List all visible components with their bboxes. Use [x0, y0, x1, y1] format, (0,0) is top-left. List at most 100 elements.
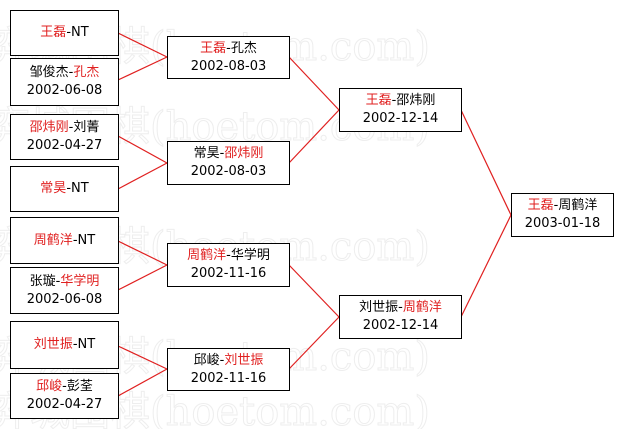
round1-match: 常昊-NT: [10, 166, 119, 212]
player-2-name: NT: [71, 25, 89, 40]
player-1-name: 周鹤洋: [187, 248, 227, 263]
connector-line: [460, 109, 512, 216]
player-2-name: 华学明: [60, 273, 100, 289]
connector-line: [117, 56, 168, 81]
match-players: 王磊-NT: [40, 24, 88, 42]
player-2-name: 邵炜刚: [224, 146, 264, 161]
match-date: 2003-01-18: [524, 216, 601, 231]
player-2-name: 邵炜刚: [396, 93, 436, 108]
match-players: 刘世振-NT: [34, 336, 95, 354]
player-1-name: 刘世振: [359, 300, 399, 315]
match-date: 2002-04-27: [26, 397, 103, 412]
player-1-name: 邵炜刚: [29, 120, 69, 135]
connector-line: [117, 162, 168, 190]
player-1-name: 王磊: [40, 25, 67, 40]
vs-separator: -: [55, 273, 61, 289]
vs-separator: -: [68, 120, 74, 135]
match-date: 2002-08-03: [190, 164, 267, 179]
player-2-name: 刘菁: [73, 120, 100, 135]
vs-separator: -: [62, 379, 67, 394]
player-1-name: 王磊: [527, 198, 554, 213]
player-1-name: 王磊: [200, 40, 227, 56]
match-players: 周鹤洋-NT: [34, 232, 95, 250]
player-2-name: 周鹤洋: [558, 198, 598, 213]
match-players: 常昊-邵炜刚: [194, 145, 264, 163]
round1-match: 周鹤洋-NT: [10, 217, 119, 264]
player-2-name: NT: [77, 337, 96, 352]
connector-line: [117, 264, 168, 291]
vs-separator: -: [66, 181, 72, 196]
player-1-name: 邱峻: [193, 352, 220, 368]
player-1-name: 邹俊杰: [29, 65, 69, 80]
vs-separator: -: [68, 65, 74, 80]
vs-separator: -: [219, 352, 225, 368]
match-date: 2002-12-14: [362, 111, 439, 126]
match-players: 张璇-华学明: [30, 273, 100, 291]
match-date: 2002-12-14: [362, 318, 439, 333]
connector-line: [117, 135, 168, 164]
match-date: 2002-06-08: [26, 83, 103, 98]
vs-separator: -: [553, 198, 559, 213]
match-players: 王磊-孔杰: [200, 40, 257, 58]
vs-separator: -: [398, 300, 403, 315]
match-players: 邹俊杰-孔杰: [30, 64, 100, 82]
match-date: 2002-08-03: [190, 58, 267, 74]
vs-separator: -: [226, 40, 231, 56]
vs-separator: -: [66, 25, 72, 40]
player-1-name: 常昊: [40, 181, 67, 196]
round1-match: 王磊-NT: [10, 10, 119, 56]
player-2-name: 彭荃: [66, 379, 93, 394]
connector-line: [288, 56, 340, 111]
player-1-name: 刘世振: [33, 337, 73, 352]
connector-line: [117, 32, 168, 58]
connector-line: [288, 109, 340, 164]
vs-separator: -: [72, 232, 78, 248]
match-players: 王磊-邵炜刚: [366, 92, 436, 110]
player-2-name: 周鹤洋: [402, 300, 442, 315]
vs-separator: -: [226, 248, 231, 263]
round1-match: 刘世振-NT: [10, 321, 119, 369]
player-1-name: 周鹤洋: [33, 232, 73, 248]
connector-line: [117, 240, 168, 266]
player-2-name: NT: [71, 181, 89, 196]
vs-separator: -: [219, 146, 225, 161]
player-1-name: 邱峻: [36, 379, 63, 394]
match-date: 2002-11-16: [190, 370, 267, 386]
connector-line: [460, 214, 512, 318]
connector-line: [117, 345, 168, 370]
player-1-name: 常昊: [193, 146, 220, 161]
connector-line: [288, 264, 340, 318]
player-2-name: 刘世振: [224, 352, 264, 368]
match-date: 2002-04-27: [26, 138, 103, 153]
player-2-name: 孔杰: [73, 65, 100, 80]
match-players: 周鹤洋-华学明: [187, 247, 270, 265]
match-players: 王磊-周鹤洋: [528, 197, 598, 215]
player-2-name: NT: [77, 232, 96, 248]
vs-separator: -: [72, 337, 78, 352]
match-date: 2002-11-16: [190, 266, 267, 281]
match-players: 邵炜刚-刘菁: [30, 119, 100, 137]
match-date: 2002-06-08: [26, 291, 103, 307]
connector-line: [117, 368, 168, 397]
player-1-name: 王磊: [365, 93, 392, 108]
connector-line: [288, 316, 340, 370]
match-players: 邱峻-彭荃: [36, 378, 93, 396]
player-1-name: 张璇: [29, 273, 56, 289]
vs-separator: -: [391, 93, 397, 108]
match-players: 邱峻-刘世振: [194, 352, 264, 370]
player-2-name: 华学明: [230, 248, 270, 263]
player-2-name: 孔杰: [230, 40, 257, 56]
match-players: 刘世振-周鹤洋: [359, 299, 442, 317]
